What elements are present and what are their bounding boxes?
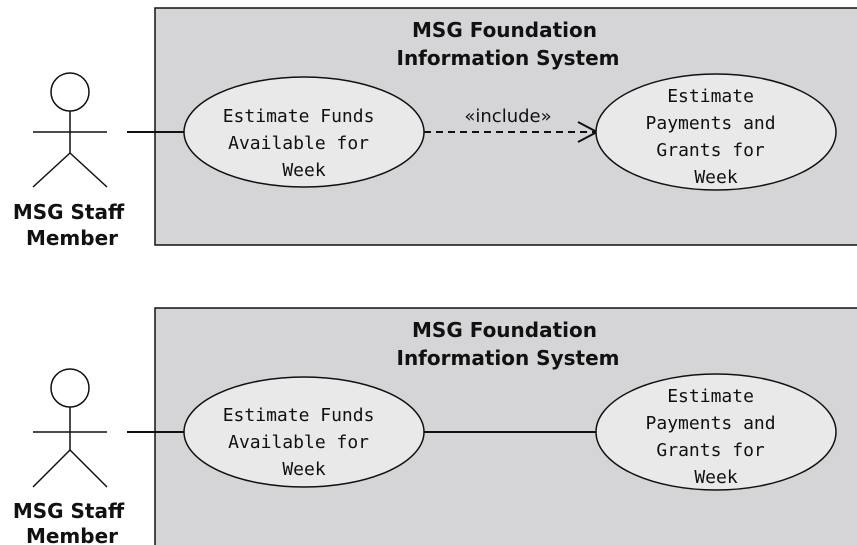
- include-stereotype-label: «include»: [464, 106, 551, 127]
- system-title-line2: Information System: [397, 346, 620, 370]
- diagram-bottom: MSG Foundation Information System MSG St…: [13, 307, 857, 545]
- use-case-left-line3: Week: [282, 160, 326, 181]
- actor-icon: [32, 72, 108, 188]
- svg-text:Estimate Funds Available: Estimate Funds Available for Week: [223, 405, 386, 480]
- system-title-line2: Information System: [397, 46, 620, 70]
- diagram-top: MSG Foundation Information System MSG St…: [13, 7, 857, 250]
- use-case-right-line3: Grants for: [656, 440, 765, 461]
- system-title-line1: MSG Foundation: [412, 318, 597, 342]
- svg-text:Estimate Funds Available: Estimate Funds Available for Week: [223, 106, 386, 181]
- actor-label-line2: Member: [26, 226, 118, 250]
- svg-text:MSG Staff Member: MSG Staff Member: [13, 200, 131, 250]
- use-case-left-line2: Available for: [228, 133, 369, 154]
- svg-text:Estimate Payments and: Estimate Payments and Grants for Week: [646, 86, 787, 188]
- svg-text:MSG Foundation Informati: MSG Foundation Information System: [397, 18, 620, 70]
- use-case-right-line3: Grants for: [656, 140, 765, 161]
- use-case-right-line2: Payments and: [646, 413, 776, 434]
- actor-label-line1: MSG Staff: [13, 200, 125, 224]
- use-case-left-line1: Estimate Funds: [223, 106, 375, 127]
- actor-label-line2: Member: [26, 524, 118, 545]
- use-case-right-line2: Payments and: [646, 113, 776, 134]
- use-case-estimate-payments: [595, 73, 837, 191]
- system-title-line1: MSG Foundation: [412, 18, 597, 42]
- actor-label-line1: MSG Staff: [13, 499, 125, 523]
- use-case-left-line3: Week: [282, 459, 326, 480]
- use-case-right-line4: Week: [694, 167, 738, 188]
- svg-text:MSG Foundation Informati: MSG Foundation Information System: [397, 318, 620, 370]
- actor-icon: [32, 368, 108, 488]
- use-case-estimate-payments: [595, 373, 837, 491]
- svg-text:MSG Staff Member: MSG Staff Member: [13, 499, 131, 545]
- use-case-left-line2: Available for: [228, 432, 369, 453]
- use-case-left-line1: Estimate Funds: [223, 405, 375, 426]
- use-case-right-line1: Estimate: [667, 86, 754, 107]
- use-case-right-line4: Week: [694, 467, 738, 488]
- use-case-right-line1: Estimate: [667, 386, 754, 407]
- svg-text:Estimate Payments and: Estimate Payments and Grants for Week: [646, 386, 787, 488]
